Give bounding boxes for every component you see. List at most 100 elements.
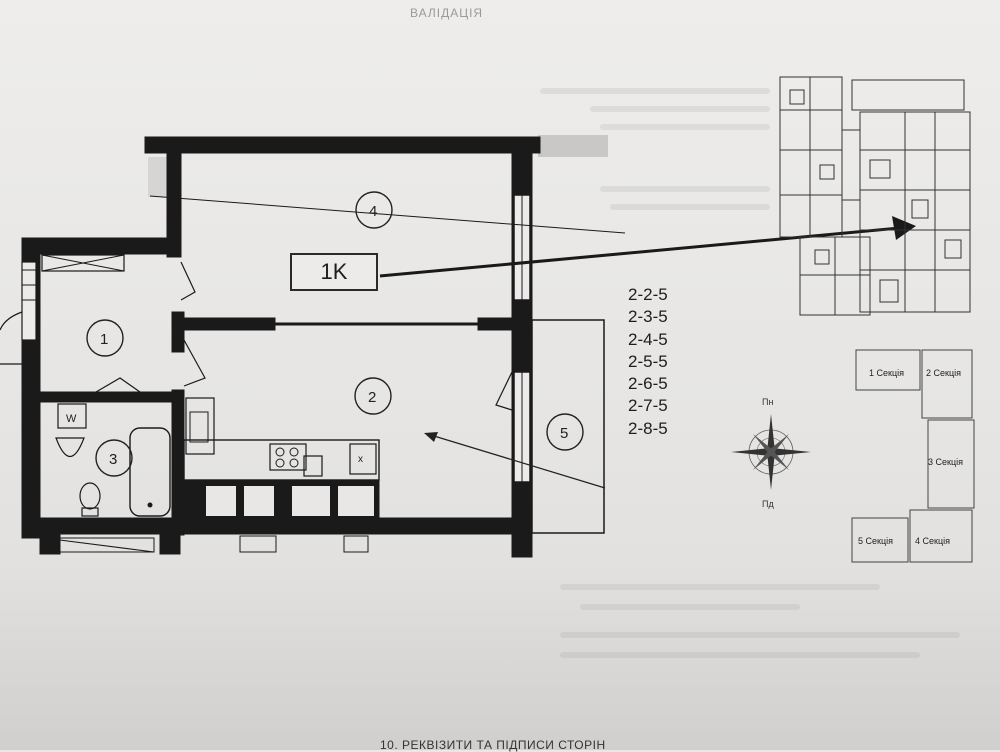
room4-diagonal — [149, 195, 626, 234]
ghost-text-line — [560, 632, 960, 638]
room4-door-swing — [180, 261, 196, 301]
building-detail — [911, 199, 929, 219]
room-5-circle — [546, 413, 584, 451]
building-floor-plan — [779, 76, 971, 316]
apartment-number: 2-6-5 — [628, 374, 668, 394]
apartment-number: 2-4-5 — [628, 329, 668, 349]
wall-bath-right — [171, 389, 185, 536]
apartment-number-list: 2-2-5 2-3-5 2-4-5 2-5-5 2-6-5 2-7-5 2-8-… — [628, 284, 668, 440]
section-5-outline — [851, 517, 909, 563]
building-right-block — [859, 111, 971, 313]
compass-rose — [731, 414, 811, 490]
bathtub — [129, 427, 171, 517]
room-4-circle — [355, 191, 393, 229]
footer-caption: 10. РЕКВІЗИТИ ТА ПІДПИСИ СТОРІН — [380, 738, 606, 752]
section-4-outline — [909, 509, 973, 563]
wall-bath-top — [21, 391, 177, 403]
room-3-circle — [95, 439, 133, 477]
balcony-door-swing — [495, 371, 513, 411]
burner — [275, 458, 285, 468]
section-2-outline — [921, 349, 973, 419]
bathtub-drain — [147, 502, 153, 508]
location-arrowhead — [892, 216, 916, 240]
burner — [275, 447, 285, 457]
ventilation-box — [349, 443, 377, 475]
room-markers: 1 2 3 4 5 — [86, 191, 584, 477]
washer-box — [57, 403, 87, 429]
burner — [289, 458, 299, 468]
section-1-outline — [855, 349, 921, 391]
kitchen-sink — [303, 455, 323, 477]
compass-south-label: Пд — [762, 499, 774, 509]
bath-niche — [21, 401, 37, 463]
wall-top — [144, 136, 541, 154]
room-5-number: 5 — [560, 425, 568, 442]
faded-header-text: ВАЛІДАЦІЯ — [410, 6, 484, 20]
cabinet-face — [244, 486, 274, 516]
wardrobe — [41, 254, 125, 272]
pointer-line — [433, 435, 606, 489]
neighbor-sink — [343, 535, 369, 553]
building-detail — [869, 159, 891, 179]
building-detail — [814, 249, 830, 265]
room-4-number: 4 — [369, 203, 377, 220]
room-1-number: 1 — [100, 331, 108, 348]
unit-type-label: 1K — [290, 253, 378, 291]
building-detail — [819, 164, 835, 180]
building-top-block — [851, 79, 965, 111]
bath-door-swing — [95, 377, 141, 393]
neighbor-wall-strip — [538, 135, 608, 157]
room-1-circle — [86, 319, 124, 357]
stove — [269, 443, 307, 471]
apartment-number: 2-7-5 — [628, 396, 668, 416]
ghost-text-line — [600, 186, 770, 192]
toilet-tank — [81, 507, 99, 517]
cabinet-face — [292, 486, 330, 516]
room2-door-swing — [183, 339, 206, 387]
bath-niche — [21, 467, 37, 517]
balcony-outline — [531, 319, 605, 534]
floor-plan: W x — [0, 135, 626, 558]
section-4-label: 4 Секція — [915, 536, 950, 546]
apartment-number: 2-5-5 — [628, 351, 668, 371]
location-arrow — [379, 226, 901, 278]
pointer-arrowhead — [424, 432, 438, 442]
neighbor-wardrobe — [43, 537, 155, 553]
room-2-circle — [354, 377, 392, 415]
ghost-text-line — [560, 584, 880, 590]
section-2-label: 2 Секція — [926, 368, 961, 378]
neighbor-cross — [43, 537, 155, 553]
sink — [55, 437, 85, 458]
fridge-door — [189, 411, 209, 443]
toilet — [79, 482, 101, 510]
ghost-text-line — [590, 106, 770, 112]
wall-entry-top — [21, 237, 182, 255]
section-5-label: 5 Секція — [858, 536, 893, 546]
room-2-number: 2 — [368, 389, 376, 406]
section-map — [851, 349, 975, 563]
building-detail — [879, 279, 899, 303]
entry-door-swing — [0, 311, 23, 331]
ghost-text-line — [580, 604, 800, 610]
ghost-text-line — [610, 204, 770, 210]
section-3-outline — [927, 419, 975, 509]
ventilation-mark: x — [358, 454, 363, 465]
wardrobe-cross — [41, 254, 125, 272]
neighbor-stove — [239, 535, 277, 553]
washer-mark: W — [66, 413, 77, 425]
apartment-number: 2-2-5 — [628, 285, 668, 304]
wall-stub — [39, 533, 61, 555]
wall-mid-right — [477, 317, 529, 331]
ghost-text-line — [600, 124, 770, 130]
cabinet-face — [338, 486, 374, 516]
compass-north-label: Пн — [762, 397, 774, 407]
section-3-label: 3 Секція — [928, 457, 963, 467]
burner — [289, 447, 299, 457]
entry-door-frame — [21, 261, 37, 341]
apartment-number: 2-8-5 — [628, 418, 668, 438]
cabinet-face — [206, 486, 236, 516]
section-1-label: 1 Секція — [869, 368, 904, 378]
ghost-text-line — [540, 88, 770, 94]
